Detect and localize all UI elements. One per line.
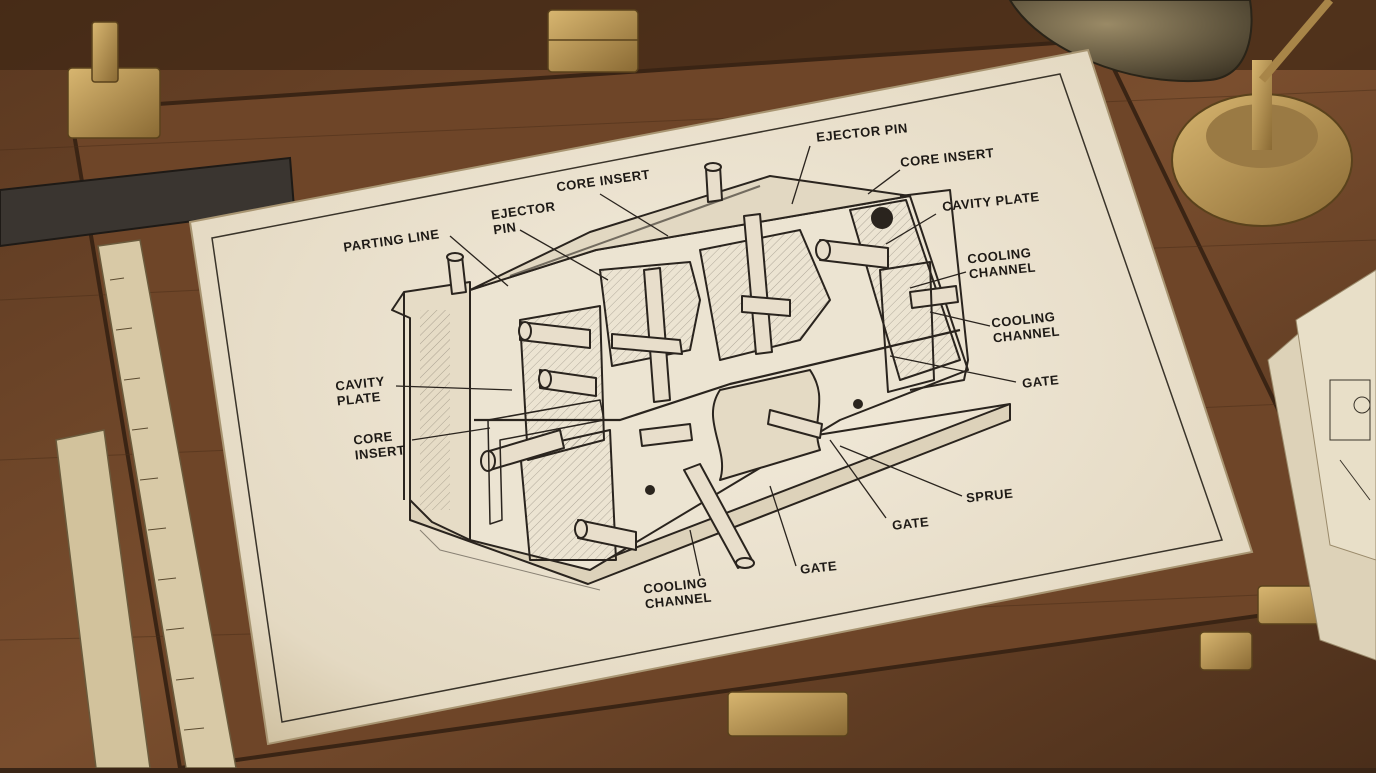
- desk-lamp: [1008, 0, 1353, 227]
- hinge-left: [67, 21, 161, 139]
- hinge-top: [547, 9, 639, 73]
- mold-sketch: [391, 162, 1011, 591]
- label-cavity-plate-left: CAVITY PLATE: [334, 373, 386, 409]
- label-core-insert-left: CORE INSERT: [352, 428, 407, 463]
- paper-border: [211, 73, 1223, 723]
- side-paper: [1267, 269, 1376, 661]
- leader-lines: [395, 145, 1017, 577]
